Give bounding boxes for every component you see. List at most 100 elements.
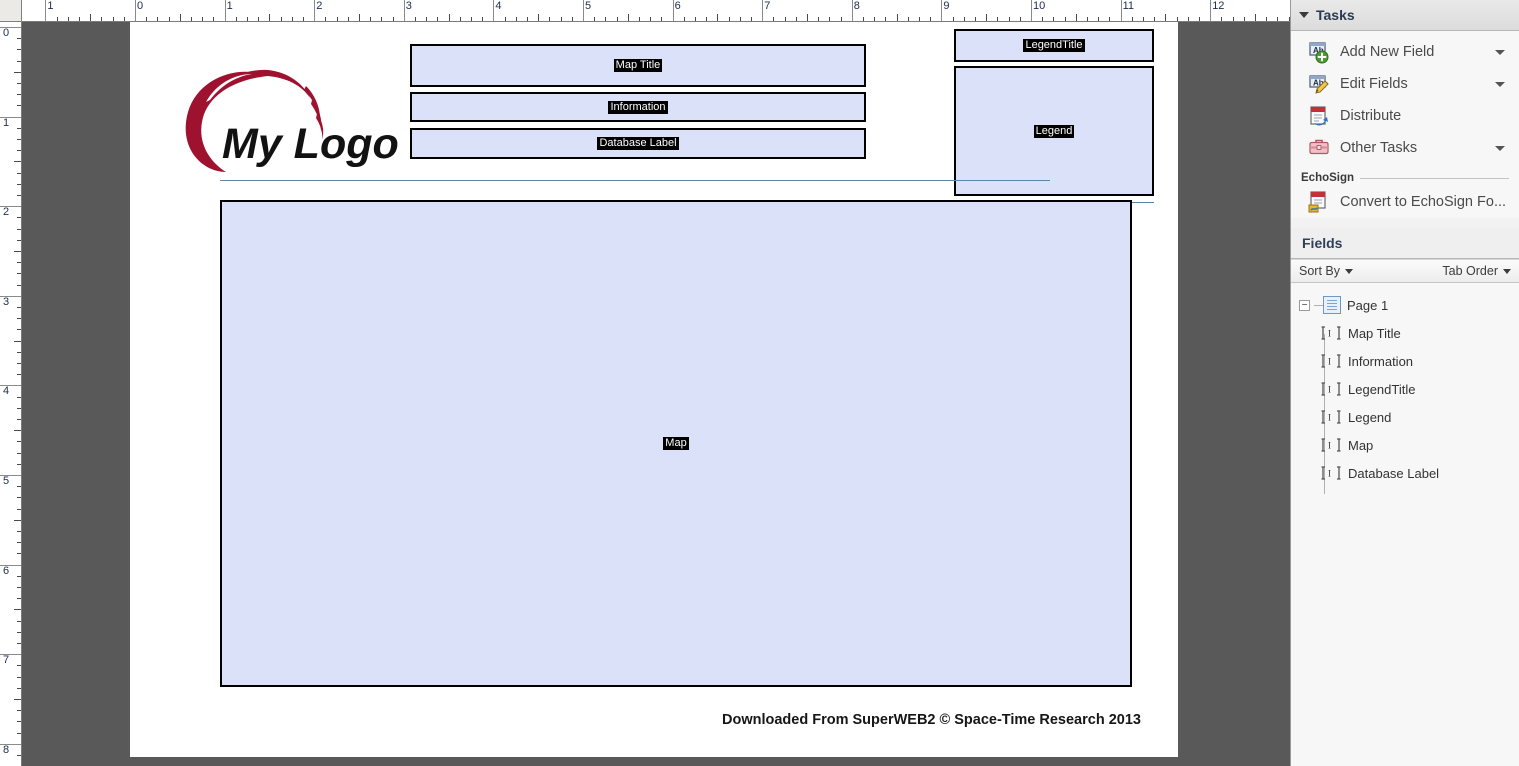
form-field-database-label[interactable]: Database Label bbox=[410, 128, 866, 159]
ruler-corner bbox=[0, 0, 22, 22]
ruler-tick bbox=[0, 116, 21, 118]
ruler-subtick bbox=[17, 94, 21, 96]
tree-node-map-title[interactable]: I Map Title bbox=[1291, 319, 1519, 347]
ruler-subtick bbox=[213, 17, 215, 21]
task-item-edit-fields[interactable]: Ab Edit Fields bbox=[1291, 68, 1519, 100]
svg-text:I: I bbox=[1328, 357, 1331, 367]
ruler-subtick bbox=[17, 262, 21, 264]
ruler-label: 3 bbox=[405, 0, 412, 12]
ruler-label: 0 bbox=[137, 0, 144, 12]
tree-connector-line bbox=[1324, 334, 1325, 494]
ruler-subtick bbox=[1221, 17, 1223, 21]
ruler-subtick bbox=[426, 17, 428, 21]
task-item-distribute[interactable]: Distribute bbox=[1291, 100, 1519, 132]
form-field-legend[interactable]: Legend bbox=[954, 66, 1154, 196]
task-item-convert-to-echosign[interactable]: Convert to EchoSign Fo... bbox=[1291, 186, 1519, 218]
chevron-down-icon[interactable] bbox=[1495, 81, 1505, 87]
tree-label-page-1: Page 1 bbox=[1347, 297, 1389, 313]
ruler-subtick bbox=[17, 374, 21, 376]
ruler-subtick bbox=[560, 17, 562, 21]
ruler-subtick bbox=[17, 150, 21, 152]
ruler-subtick bbox=[303, 17, 304, 21]
form-field-map[interactable]: Map bbox=[220, 200, 1132, 687]
text-field-icon: I bbox=[1321, 438, 1341, 452]
logo-text: My Logo bbox=[222, 120, 399, 168]
sort-by-button[interactable]: Sort By bbox=[1299, 264, 1353, 278]
tree-label-legend-title: LegendTitle bbox=[1348, 381, 1416, 397]
form-field-legend-title[interactable]: LegendTitle bbox=[954, 29, 1154, 62]
ruler-subtick bbox=[784, 17, 786, 21]
form-field-map-title[interactable]: Map Title bbox=[410, 44, 866, 87]
tree-node-legend-title[interactable]: I LegendTitle bbox=[1291, 375, 1519, 403]
ruler-tick bbox=[0, 385, 21, 387]
ruler-tick bbox=[0, 564, 21, 566]
ruler-subtick bbox=[840, 17, 842, 21]
chevron-down-icon[interactable] bbox=[1495, 49, 1505, 55]
ruler-subtick bbox=[179, 14, 181, 21]
ruler-subtick bbox=[17, 553, 21, 555]
svg-text:I: I bbox=[1328, 385, 1331, 395]
chevron-down-icon[interactable] bbox=[1495, 145, 1505, 151]
svg-text:Ab: Ab bbox=[1313, 79, 1324, 88]
tree-node-map[interactable]: I Map bbox=[1291, 431, 1519, 459]
ruler-subtick bbox=[1087, 17, 1088, 21]
ruler-subtick bbox=[17, 575, 21, 577]
ruler-subtick bbox=[67, 17, 69, 21]
tree-node-information[interactable]: I Information bbox=[1291, 347, 1519, 375]
ruler-label: 3 bbox=[3, 295, 10, 308]
ruler-subtick bbox=[146, 17, 148, 21]
field-label-map-title: Map Title bbox=[613, 59, 663, 72]
ruler-label: 4 bbox=[495, 0, 502, 12]
svg-text:I: I bbox=[1328, 441, 1331, 451]
document-canvas[interactable]: My Logo Map Title Information Database L… bbox=[22, 22, 1290, 766]
right-sidebar: Tasks Ab Add New Field bbox=[1290, 0, 1519, 766]
task-item-other-tasks[interactable]: Other Tasks bbox=[1291, 132, 1519, 164]
ruler-tick bbox=[1210, 0, 1212, 21]
ruler-subtick bbox=[930, 17, 932, 21]
ruler-subtick bbox=[112, 17, 114, 21]
ruler-tick bbox=[403, 0, 405, 21]
ruler-subtick bbox=[549, 17, 551, 21]
ruler-subtick bbox=[17, 49, 21, 51]
ruler-tick bbox=[0, 654, 21, 656]
page-icon bbox=[1323, 296, 1341, 314]
tree-node-legend[interactable]: I Legend bbox=[1291, 403, 1519, 431]
ruler-subtick bbox=[1176, 17, 1178, 21]
form-field-information[interactable]: Information bbox=[410, 92, 866, 122]
tree-node-database-label[interactable]: I Database Label bbox=[1291, 459, 1519, 487]
ruler-subtick bbox=[17, 329, 21, 331]
tab-order-button[interactable]: Tab Order bbox=[1442, 264, 1511, 278]
ruler-subtick bbox=[17, 38, 21, 40]
ruler-label: 7 bbox=[3, 654, 10, 667]
distribute-icon bbox=[1307, 104, 1331, 128]
ruler-tick bbox=[493, 0, 495, 21]
tasks-panel-title: Tasks bbox=[1316, 7, 1355, 23]
tree-node-page-1[interactable]: − Page 1 bbox=[1291, 291, 1519, 319]
field-label-legend-title: LegendTitle bbox=[1023, 39, 1085, 52]
ruler-label: 11 bbox=[1122, 0, 1135, 12]
ruler-label: 2 bbox=[316, 0, 323, 12]
tasks-panel-header[interactable]: Tasks bbox=[1291, 0, 1519, 31]
ruler-subtick bbox=[17, 732, 21, 734]
ruler-subtick bbox=[17, 587, 21, 588]
ruler-tick bbox=[1120, 0, 1122, 21]
pdf-page-1[interactable]: My Logo Map Title Information Database L… bbox=[130, 22, 1178, 757]
logo-swoosh-icon bbox=[185, 69, 324, 172]
fields-panel-header[interactable]: Fields bbox=[1291, 228, 1519, 259]
task-label-add-new-field: Add New Field bbox=[1340, 44, 1435, 60]
field-label-information: Information bbox=[608, 100, 668, 114]
ruler-subtick bbox=[17, 452, 21, 454]
ruler-subtick bbox=[17, 105, 21, 107]
text-field-icon: I bbox=[1321, 354, 1341, 368]
ruler-subtick bbox=[1053, 17, 1055, 21]
collapse-toggle-icon[interactable]: − bbox=[1299, 299, 1310, 311]
ruler-subtick bbox=[17, 676, 21, 678]
svg-text:I: I bbox=[1328, 329, 1331, 339]
ruler-label: 4 bbox=[3, 385, 10, 398]
task-item-add-new-field[interactable]: Ab Add New Field bbox=[1291, 36, 1519, 68]
ruler-subtick bbox=[14, 251, 21, 252]
ruler-subtick bbox=[919, 17, 920, 21]
add-new-field-icon: Ab bbox=[1307, 40, 1331, 64]
